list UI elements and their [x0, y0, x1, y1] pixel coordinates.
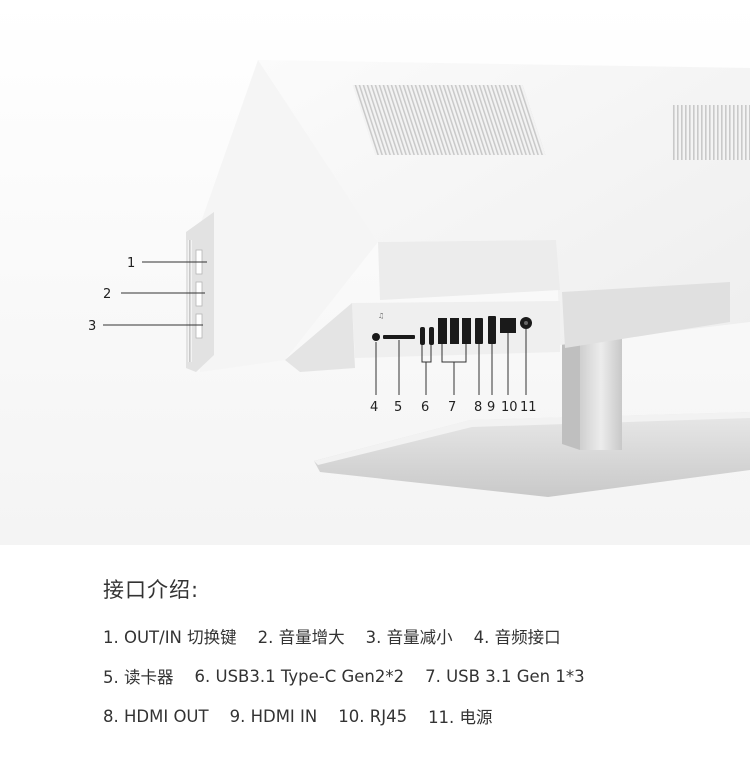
usb-a-port-1[interactable]	[438, 318, 447, 344]
audio-jack[interactable]	[372, 333, 380, 341]
hdmi-out-port[interactable]	[475, 318, 483, 344]
hdmi-in-port[interactable]	[488, 316, 496, 344]
rj45-port[interactable]	[500, 318, 516, 333]
stand-base	[314, 412, 750, 497]
legend-row: 5. 读卡器 6. USB3.1 Type-C Gen2*2 7. USB 3.…	[103, 656, 743, 696]
callout-label-10: 10	[501, 400, 518, 415]
usb-a-port-3[interactable]	[462, 318, 471, 344]
legend-item: 2. 音量增大	[257, 628, 345, 647]
legend-item: 5. 读卡器	[103, 668, 174, 687]
callout-label-9: 9	[487, 400, 495, 415]
legend-row: 1. OUT/IN 切换键 2. 音量增大 3. 音量减小 4. 音频接口	[103, 616, 743, 656]
legend-item: 9. HDMI IN	[229, 706, 318, 726]
usb-c-port-1[interactable]	[420, 327, 425, 345]
legend-item: 1. OUT/IN 切换键	[103, 628, 237, 647]
card-reader-slot[interactable]	[383, 335, 415, 339]
callout-label-2: 2	[103, 287, 111, 302]
legend-item: 3. 音量减小	[365, 628, 453, 647]
legend-item: 6. USB3.1 Type-C Gen2*2	[194, 666, 405, 686]
callout-label-5: 5	[394, 400, 402, 415]
product-illustration: ♫ 1 2 3 4 5 6 7 8 9 10 11	[0, 0, 750, 545]
vent-grille-left	[352, 85, 546, 155]
callout-label-11: 11	[520, 400, 537, 415]
port-legend: 接口介绍: 1. OUT/IN 切换键 2. 音量增大 3. 音量减小 4. 音…	[103, 574, 743, 736]
vent-grille-right	[672, 105, 750, 160]
bottom-callouts	[375, 329, 527, 395]
callout-label-4: 4	[370, 400, 378, 415]
side-button-2[interactable]	[195, 281, 203, 307]
callout-label-8: 8	[474, 400, 482, 415]
callout-label-1: 1	[127, 256, 135, 271]
callout-label-7: 7	[448, 400, 456, 415]
side-callouts	[103, 261, 207, 326]
monitor-back	[200, 60, 750, 372]
legend-item: 8. HDMI OUT	[103, 706, 209, 726]
legend-item: 10. RJ45	[338, 706, 408, 726]
legend-title: 接口介绍:	[103, 578, 200, 602]
legend-row: 8. HDMI OUT 9. HDMI IN 10. RJ45 11. 电源	[103, 696, 743, 736]
legend-item: 11. 电源	[428, 708, 493, 727]
svg-text:♫: ♫	[378, 312, 384, 320]
callout-label-6: 6	[421, 400, 429, 415]
legend-item: 7. USB 3.1 Gen 1*3	[425, 666, 585, 686]
side-edge	[186, 212, 214, 372]
callout-label-3: 3	[88, 319, 96, 334]
side-button-3[interactable]	[195, 313, 203, 339]
legend-item: 4. 音频接口	[473, 628, 561, 647]
usb-c-port-2[interactable]	[429, 327, 434, 345]
usb-a-port-2[interactable]	[450, 318, 459, 344]
